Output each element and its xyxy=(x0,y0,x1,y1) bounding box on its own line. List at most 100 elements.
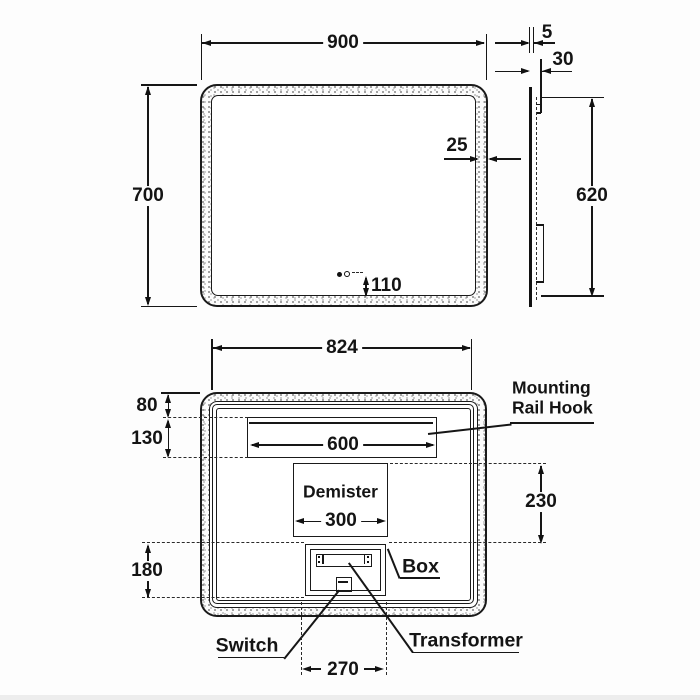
dim-label-depth: 30 xyxy=(552,48,574,70)
arrowhead-icon xyxy=(461,344,471,351)
arrowhead-icon xyxy=(426,441,436,448)
transformer-screw-icon xyxy=(367,561,369,564)
dim-line xyxy=(364,668,376,670)
dim-line xyxy=(489,158,521,160)
label-underline xyxy=(218,656,284,659)
arrowhead-icon xyxy=(588,97,595,107)
arrowhead-icon xyxy=(165,393,171,403)
arrowhead-icon xyxy=(202,39,211,46)
mounting-rail-lip xyxy=(248,422,434,424)
dashed-line xyxy=(163,457,248,459)
dim-line xyxy=(542,70,572,73)
dim-line xyxy=(534,42,555,44)
arrowhead-icon xyxy=(520,39,530,46)
arrowhead-icon xyxy=(362,275,369,285)
extension-line xyxy=(200,34,203,80)
arrowhead-icon xyxy=(302,665,311,672)
extension-line xyxy=(485,34,488,80)
dashed-line xyxy=(142,596,304,598)
arrowhead-icon xyxy=(144,589,151,598)
mounting-rail-hook-label: Rail Hook xyxy=(512,397,593,418)
side-hook xyxy=(536,103,542,106)
side-hook xyxy=(540,103,542,114)
arrowhead-icon xyxy=(249,441,259,448)
junction-box-inner xyxy=(309,548,381,591)
demister-label: Demister xyxy=(303,481,378,502)
extension-line xyxy=(541,295,604,297)
arrowhead-icon xyxy=(165,449,171,458)
transformer-screw-icon xyxy=(367,555,369,558)
dim-label-height: 700 xyxy=(128,186,168,206)
extension-line xyxy=(540,59,542,108)
extension-line xyxy=(141,84,197,86)
transformer-tab xyxy=(363,554,366,564)
dashed-line xyxy=(389,463,546,465)
dim-label-glass: 5 xyxy=(541,22,553,44)
dim-line xyxy=(444,158,477,160)
dim-line xyxy=(167,420,170,456)
side-glass xyxy=(529,87,533,307)
dashed-line xyxy=(142,542,304,544)
transformer-tab xyxy=(322,554,324,564)
extension-line xyxy=(161,392,200,394)
dashed-line xyxy=(385,602,387,675)
dim-label-demister-zone: 230 xyxy=(521,492,561,512)
switch-detail xyxy=(337,581,349,583)
transformer-screw-icon xyxy=(317,561,320,564)
arrowhead-icon xyxy=(469,155,479,162)
dim-label-box-zone: 180 xyxy=(127,561,167,581)
arrowhead-icon xyxy=(476,39,485,46)
dim-label-mounting-height: 620 xyxy=(572,186,612,206)
switch-label: Switch xyxy=(215,633,279,656)
back-panel xyxy=(215,407,471,601)
junction-box xyxy=(305,544,386,596)
dim-label-box-width: 270 xyxy=(327,658,359,680)
back-panel-outer xyxy=(212,404,474,604)
dim-line xyxy=(495,70,528,73)
label-underline xyxy=(510,422,594,424)
arrowhead-icon xyxy=(165,419,171,428)
arrowhead-icon xyxy=(541,68,551,75)
arrowhead-icon xyxy=(533,39,543,46)
mirror-face xyxy=(211,95,476,296)
arrowhead-icon xyxy=(165,408,171,418)
sensor-ring-icon xyxy=(344,271,350,277)
transformer-screw-icon xyxy=(317,555,320,558)
label-underline xyxy=(399,577,440,579)
arrowhead-icon xyxy=(375,665,385,672)
dim-label-sensor: 110 xyxy=(371,275,402,297)
arrowhead-icon xyxy=(144,296,151,306)
side-box xyxy=(536,224,545,226)
transformer-label: Transformer xyxy=(409,628,523,651)
arrowhead-icon xyxy=(144,85,151,95)
sensor-dot-icon xyxy=(336,271,342,277)
label-underline xyxy=(412,651,519,654)
dashed-line xyxy=(352,272,363,274)
dim-line xyxy=(495,42,528,44)
dashed-line xyxy=(388,542,546,544)
side-box xyxy=(536,281,545,283)
extension-line xyxy=(541,96,604,99)
extension-line xyxy=(470,339,473,390)
box-label: Box xyxy=(402,554,439,577)
arrowhead-icon xyxy=(377,518,386,525)
arrowhead-icon xyxy=(537,464,544,474)
dim-label-frame: 25 xyxy=(446,135,468,157)
page-bottom-strip xyxy=(0,695,700,700)
side-back-panel xyxy=(535,97,537,300)
mounting-rail-hook-label: Mounting xyxy=(512,377,591,398)
dim-label-width: 900 xyxy=(323,33,363,53)
extension-line xyxy=(141,305,197,308)
side-box xyxy=(542,224,545,283)
side-hook xyxy=(537,112,542,114)
dim-line xyxy=(167,395,170,416)
dim-line xyxy=(365,277,367,295)
dashed-line xyxy=(163,417,248,419)
arrowhead-icon xyxy=(212,344,222,351)
dim-label-rail-zone: 130 xyxy=(131,428,163,450)
arrowhead-icon xyxy=(295,518,305,525)
arrowhead-icon xyxy=(144,544,151,553)
extension-line xyxy=(211,339,213,390)
arrowhead-icon xyxy=(488,155,497,162)
